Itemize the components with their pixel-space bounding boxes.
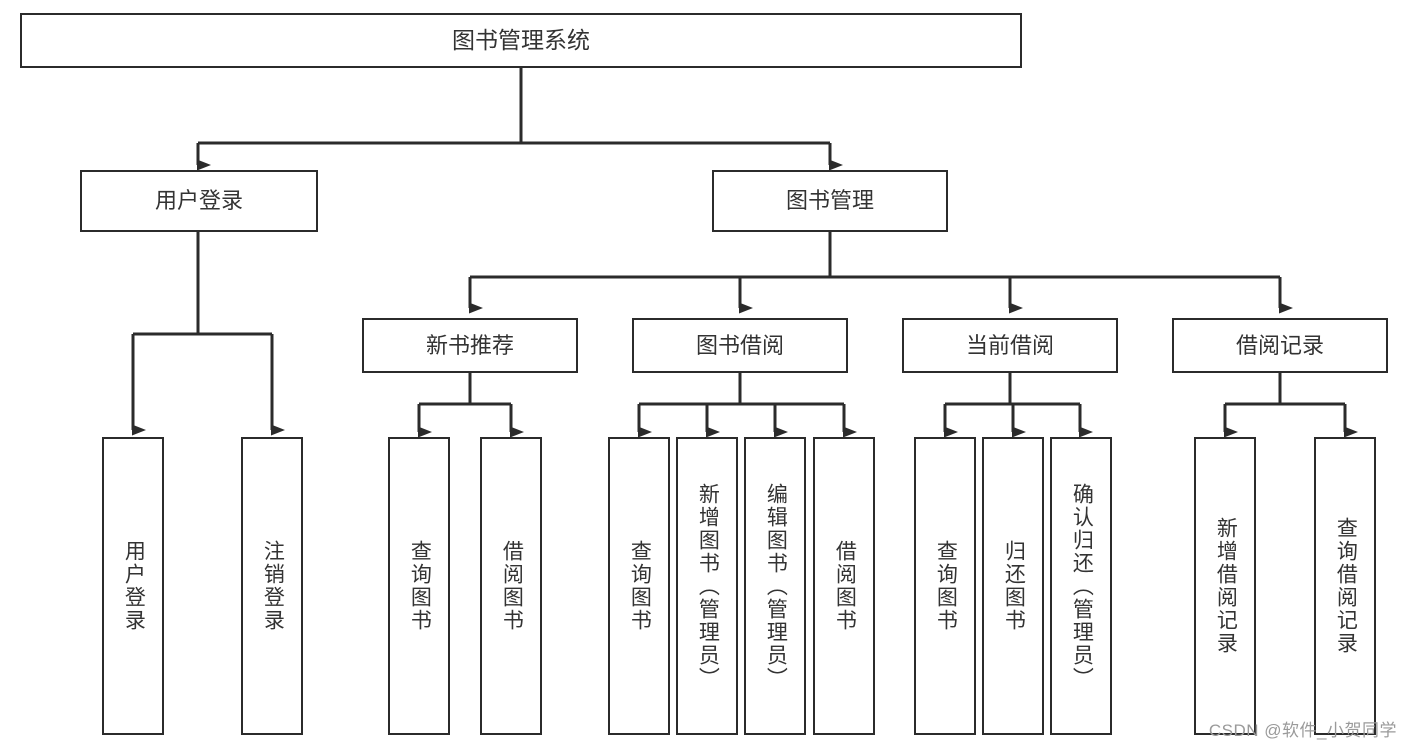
node-label: 确认归还（管理员） — [1070, 482, 1094, 690]
leaf-query-book-borrow[interactable]: 查询图书 — [608, 437, 670, 735]
node-label: 归还图书 — [1002, 540, 1026, 632]
leaf-confirm-return-admin[interactable]: 确认归还（管理员） — [1050, 437, 1112, 735]
leaf-logout-login[interactable]: 注销登录 — [241, 437, 303, 735]
node-label: 图书管理系统 — [452, 26, 590, 53]
node-borrow-record[interactable]: 借阅记录 — [1172, 318, 1388, 373]
node-label: 注销登录 — [261, 540, 285, 632]
node-book-borrow[interactable]: 图书借阅 — [632, 318, 848, 373]
node-label: 查询图书 — [628, 540, 652, 632]
node-label: 借阅图书 — [500, 540, 524, 632]
node-label: 新书推荐 — [425, 332, 514, 358]
node-label: 查询借阅记录 — [1334, 517, 1358, 655]
node-label: 当前借阅 — [965, 332, 1054, 358]
leaf-query-book-current[interactable]: 查询图书 — [914, 437, 976, 735]
node-user-login[interactable]: 用户登录 — [80, 170, 318, 232]
node-label: 用户登录 — [122, 540, 146, 632]
leaf-query-book-recommend[interactable]: 查询图书 — [388, 437, 450, 735]
node-label: 新增图书（管理员） — [696, 482, 720, 690]
node-label: 编辑图书（管理员） — [764, 482, 788, 690]
node-label: 查询图书 — [408, 540, 432, 632]
node-label: 图书借阅 — [695, 332, 784, 358]
leaf-borrow-book[interactable]: 借阅图书 — [813, 437, 875, 735]
leaf-return-book[interactable]: 归还图书 — [982, 437, 1044, 735]
leaf-add-borrow-record[interactable]: 新增借阅记录 — [1194, 437, 1256, 735]
node-label: 图书管理 — [785, 188, 874, 214]
leaf-add-book-admin[interactable]: 新增图书（管理员） — [676, 437, 738, 735]
node-label: 用户登录 — [154, 188, 243, 214]
node-label: 借阅图书 — [833, 540, 857, 632]
leaf-edit-book-admin[interactable]: 编辑图书（管理员） — [744, 437, 806, 735]
node-label: 查询图书 — [934, 540, 958, 632]
leaf-query-borrow-record[interactable]: 查询借阅记录 — [1314, 437, 1376, 735]
csdn-watermark: CSDN @软件_小贺同学 — [1208, 721, 1397, 740]
node-label: 借阅记录 — [1235, 332, 1324, 358]
node-new-book-recommend[interactable]: 新书推荐 — [362, 318, 578, 373]
leaf-user-login[interactable]: 用户登录 — [102, 437, 164, 735]
node-root-system[interactable]: 图书管理系统 — [20, 13, 1022, 68]
node-book-manage[interactable]: 图书管理 — [712, 170, 948, 232]
leaf-borrow-book-recommend[interactable]: 借阅图书 — [480, 437, 542, 735]
node-label: 新增借阅记录 — [1214, 517, 1238, 655]
node-current-borrow[interactable]: 当前借阅 — [902, 318, 1118, 373]
